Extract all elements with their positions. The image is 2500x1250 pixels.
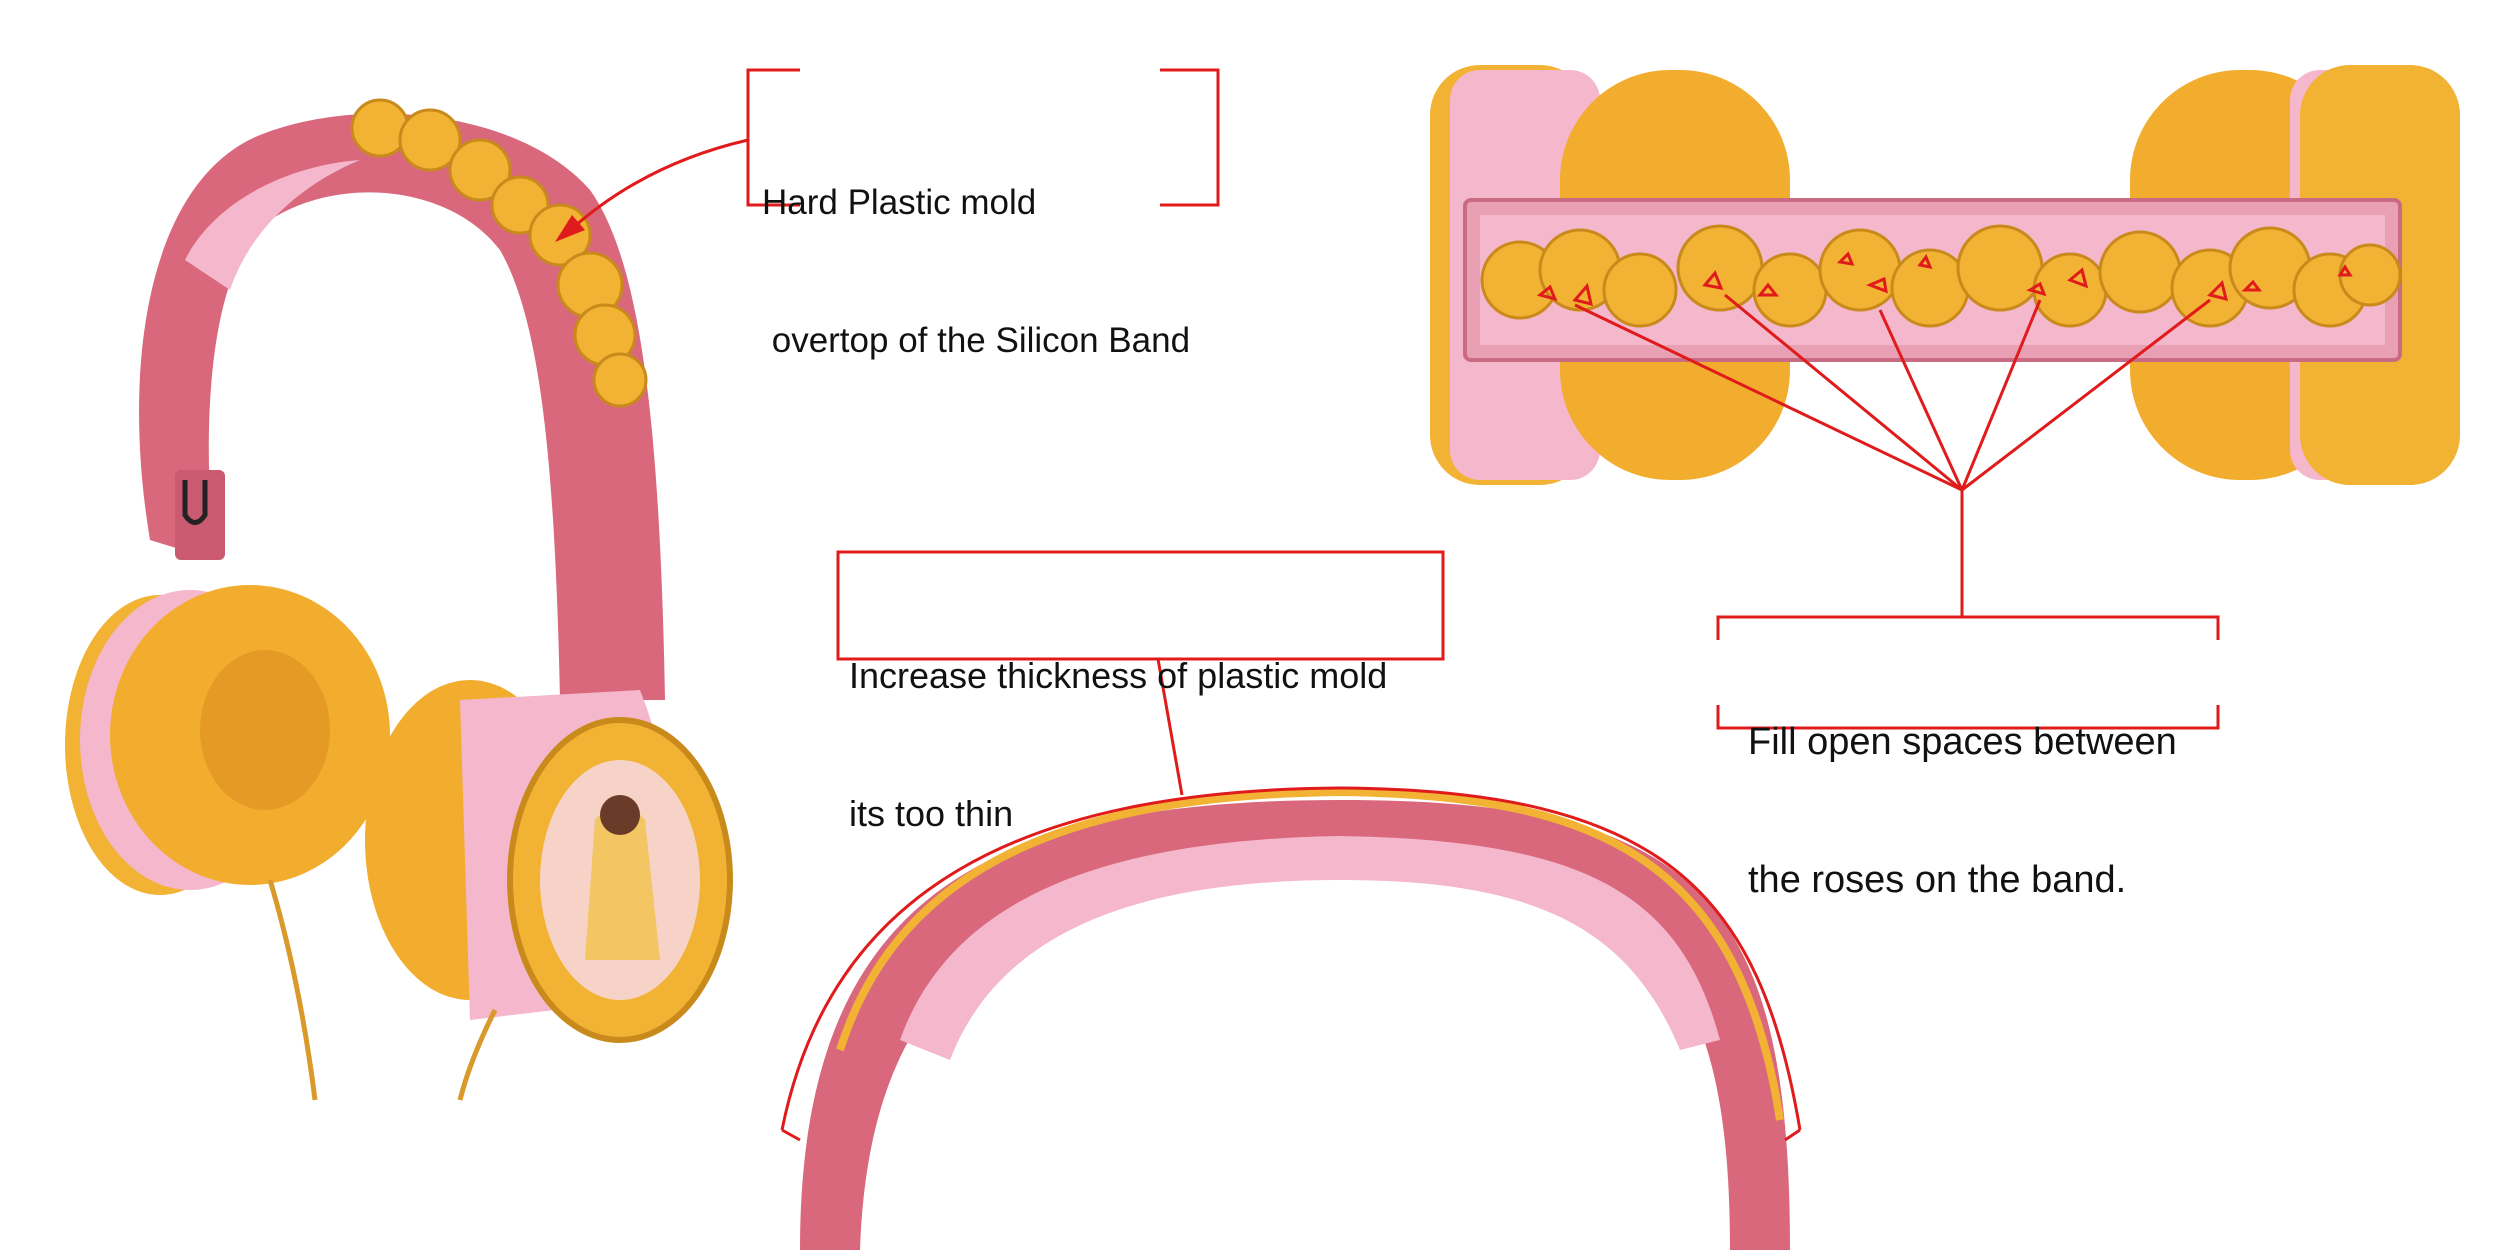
top-rose-decoration <box>1480 224 2402 328</box>
label-increase-thickness: Increase thickness of plastic mold its t… <box>849 561 1387 883</box>
headphone-three-quarter-view <box>65 98 733 1101</box>
front-inner-padding <box>900 836 1720 1060</box>
left-ear-cushion-inner <box>200 650 330 810</box>
cable-right <box>457 1008 498 1101</box>
arrow-head-icon <box>555 215 585 242</box>
headband-inner-padding <box>185 160 360 290</box>
princess-head <box>600 795 640 835</box>
headphone-front-arc <box>800 787 1790 1250</box>
gap-markers <box>1536 251 2353 307</box>
label-increase-thickness-line2: its too thin <box>849 793 1014 834</box>
label-fill-spaces-line1: Fill open spaces between <box>1748 721 2177 763</box>
label-increase-thickness-line1: Increase thickness of plastic mold <box>849 655 1388 696</box>
callout-thickness-frame <box>780 550 1802 1142</box>
princess-figure <box>585 805 660 960</box>
callout-fill-spaces-frame <box>1574 293 2220 730</box>
label-fill-spaces-line2: the roses on the band. <box>1748 859 2127 901</box>
cable-left <box>267 879 318 1101</box>
label-hard-plastic: Hard Plastic mold overtop of the Silicon… <box>762 88 1190 410</box>
callout-hard-plastic-frame <box>563 68 1220 237</box>
headphone-top-view <box>1430 65 2460 485</box>
label-fill-spaces: Fill open spaces between the roses on th… <box>1748 627 2177 949</box>
headband <box>139 113 666 701</box>
label-hard-plastic-line2: overtop of the Silicon Band <box>762 321 1191 360</box>
front-gold-trim <box>836 787 1784 1121</box>
label-hard-plastic-line1: Hard Plastic mold <box>762 183 1037 222</box>
u-mark-icon <box>182 480 208 525</box>
